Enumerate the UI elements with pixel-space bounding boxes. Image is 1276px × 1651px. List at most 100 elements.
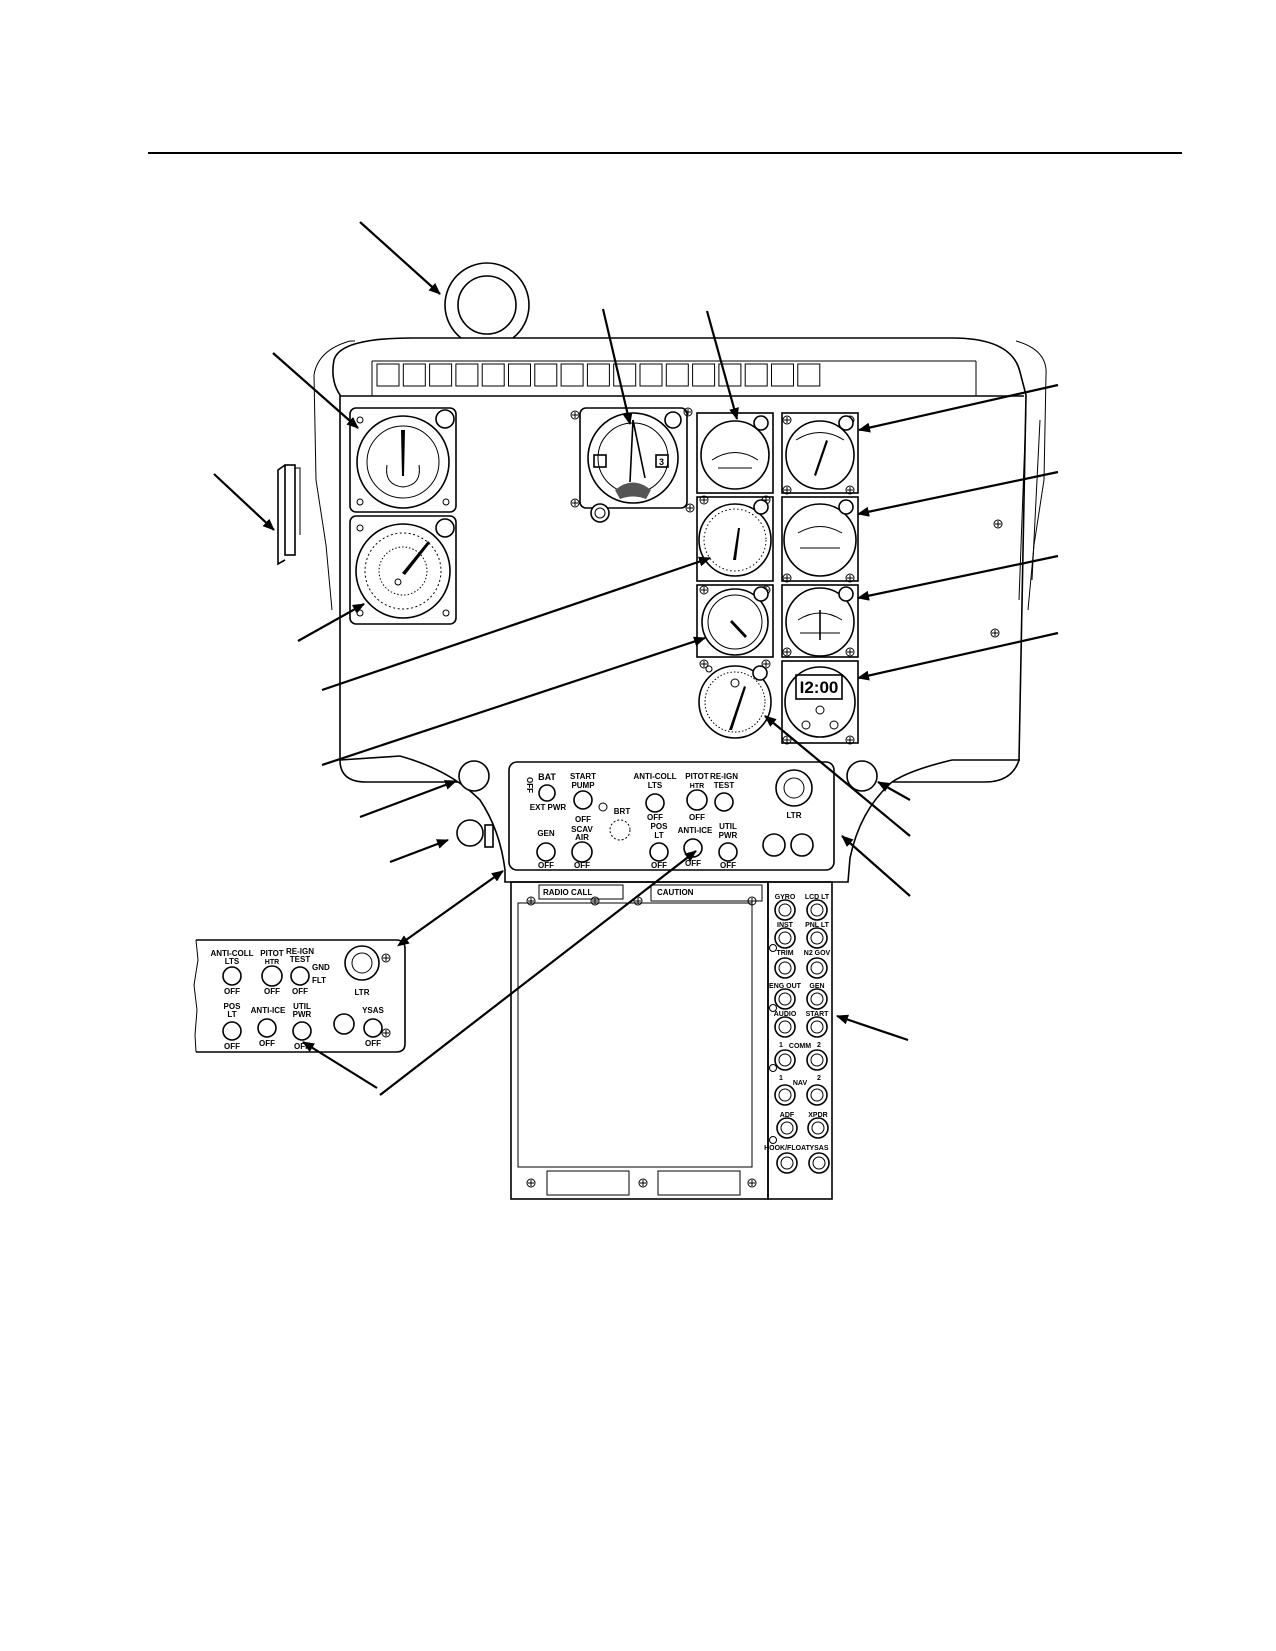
detail-pos-switch[interactable]: [222, 1021, 242, 1041]
callout-arrow: [841, 835, 911, 897]
screw: [685, 503, 695, 513]
screw: [769, 1064, 777, 1072]
detail-ysas-switch[interactable]: [363, 1018, 383, 1038]
util-off-label: OFF: [720, 861, 736, 870]
screw: [761, 659, 771, 669]
rheostat-knob: [456, 819, 494, 848]
breaker-button-cap: [778, 1053, 792, 1067]
detail-inset-panel: ANTI-COLL LTS OFF PITOT HTR OFF RE-IGN T…: [193, 939, 406, 1053]
pos-lt-switch[interactable]: [649, 842, 669, 862]
n2-gov-label: N2 GOV: [804, 950, 831, 957]
breaker-button[interactable]: [806, 957, 828, 979]
screw: [526, 896, 536, 906]
detail-util-switch[interactable]: [292, 1021, 312, 1041]
breaker-button[interactable]: [806, 988, 828, 1010]
start-pump-switch[interactable]: [573, 790, 593, 810]
bat-switch[interactable]: [538, 784, 556, 802]
eng-out-label: ENG OUT: [769, 983, 802, 990]
detail-reign-switch[interactable]: [290, 966, 310, 986]
breaker-button[interactable]: [807, 1117, 829, 1139]
warning-light: [508, 363, 531, 387]
breaker-button[interactable]: [806, 899, 828, 921]
breaker-button[interactable]: [774, 988, 796, 1010]
warning-light: [613, 363, 637, 387]
anti-coll-label-2: LTS: [648, 781, 663, 790]
breaker-button-cap: [812, 1156, 826, 1170]
breaker-button[interactable]: [776, 1152, 798, 1174]
detail-flt-label: FLT: [312, 976, 326, 985]
breaker-button-cap: [810, 1053, 824, 1067]
callout-arrow: [705, 310, 739, 420]
digital-clock: I2:00: [781, 660, 859, 744]
scav-air-switch[interactable]: [571, 841, 593, 863]
indicator-light-left: [458, 760, 490, 792]
detail-pitot-switch[interactable]: [261, 965, 283, 987]
detail-pos-label-2: LT: [227, 1010, 236, 1019]
screw: [381, 1028, 391, 1038]
detail-anti-ice-switch[interactable]: [257, 1018, 277, 1038]
gen-switch[interactable]: [536, 842, 556, 862]
radio-call-label: RADIO CALL: [543, 888, 592, 897]
screw: [590, 896, 600, 906]
breaker-button-cap: [780, 1156, 794, 1170]
ltr-label: LTR: [787, 811, 802, 820]
lower-console: RADIO CALL CAUTION: [510, 881, 833, 1200]
callout-arrow: [857, 631, 1059, 681]
breaker-button[interactable]: [774, 957, 796, 979]
breaker-button[interactable]: [806, 1049, 828, 1071]
callout-arrow: [297, 603, 365, 642]
callout-arrow: [359, 221, 441, 295]
breaker-button[interactable]: [806, 927, 828, 949]
screw: [782, 415, 792, 425]
detail-reign-label-1: RE-IGN: [286, 947, 314, 956]
screw: [699, 659, 709, 669]
clock-time: I2:00: [800, 678, 839, 697]
breaker-button[interactable]: [806, 1016, 828, 1038]
warning-light: [455, 363, 479, 387]
gen-off-label: OFF: [538, 861, 554, 870]
pitot-htr-switch[interactable]: [686, 789, 708, 811]
detail-anti-ice-label: ANTI-ICE: [251, 1006, 286, 1015]
brightness-knob[interactable]: [609, 819, 631, 841]
indicator-light-right: [846, 760, 878, 792]
magnetic-compass: [444, 262, 530, 348]
breaker-button[interactable]: [774, 1049, 796, 1071]
reign-test-switch[interactable]: [714, 792, 734, 812]
nav-label: NAV: [793, 1080, 808, 1087]
detail-ysas-off: OFF: [365, 1039, 381, 1048]
attitude-indicator: 3: [579, 407, 688, 523]
detail-pos-off: OFF: [224, 1042, 240, 1051]
breaker-button[interactable]: [774, 899, 796, 921]
detail-anti-coll-switch[interactable]: [222, 966, 242, 986]
screw: [769, 944, 777, 952]
reign-label-2: TEST: [714, 781, 735, 790]
breaker-button[interactable]: [774, 927, 796, 949]
bat-label: BAT: [538, 772, 556, 782]
anti-coll-off-label: OFF: [647, 813, 663, 822]
screw: [570, 410, 580, 420]
anti-coll-label-1: ANTI-COLL: [633, 772, 676, 781]
breaker-button[interactable]: [774, 1084, 796, 1106]
breaker-button[interactable]: [774, 1016, 796, 1038]
anti-ice-label: ANTI-ICE: [678, 826, 713, 835]
breaker-button[interactable]: [776, 1117, 798, 1139]
screw: [845, 573, 855, 583]
detail-util-label-1: UTIL: [293, 1002, 311, 1011]
screw: [699, 585, 709, 595]
breaker-button[interactable]: [808, 1152, 830, 1174]
breaker-button[interactable]: [806, 1084, 828, 1106]
detail-spare-light: [333, 1013, 355, 1035]
torque-meter: [696, 496, 774, 582]
start-pump-label-2: PUMP: [571, 781, 595, 790]
util-pwr-switch[interactable]: [718, 842, 738, 862]
breaker-button-cap: [778, 1088, 792, 1102]
callout-arrow: [601, 308, 633, 425]
anti-coll-switch[interactable]: [645, 793, 665, 813]
screw: [782, 647, 792, 657]
warning-light: [586, 363, 610, 387]
screw: [782, 485, 792, 495]
spare-light-1: [762, 833, 786, 857]
warning-light: [560, 363, 584, 387]
pitot-off-label: OFF: [689, 813, 705, 822]
screw: [782, 573, 792, 583]
